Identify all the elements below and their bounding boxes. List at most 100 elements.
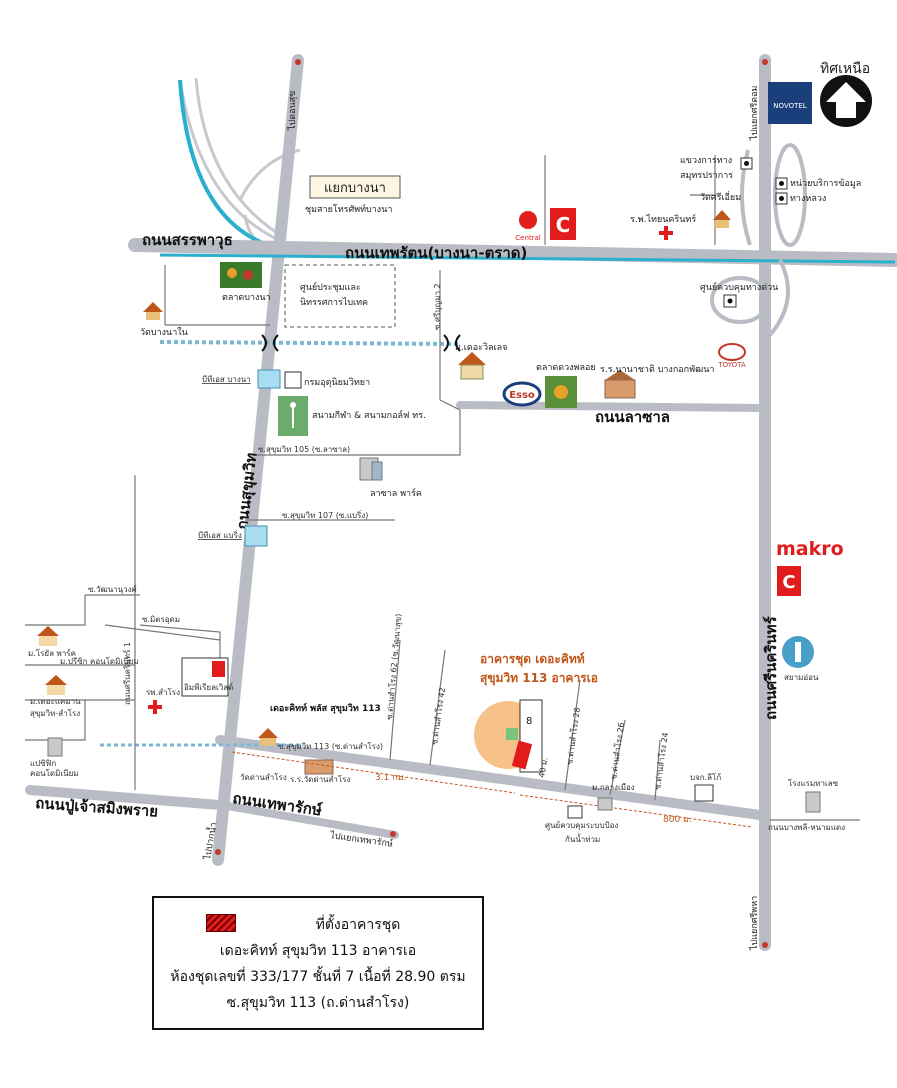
wat-bangna-label: วัดบางนาใน (140, 327, 188, 338)
svg-text:NOVOTEL: NOVOTEL (773, 102, 806, 110)
hardware-logo (782, 636, 814, 668)
village-glang-icon (597, 797, 613, 811)
soi-dansamrong-26-label: ซ.ด่านสำโรง 26 (608, 722, 626, 781)
project-site (474, 699, 543, 773)
wat-samrong-icon (258, 728, 278, 746)
legend-swatch-icon (206, 914, 236, 932)
road-srinakarin: ถนนศรีนครินทร์ (762, 615, 780, 720)
road-soi-west: ถนนศรีนครินทร์ 1 (122, 642, 132, 705)
soi105-label: ซ.สุขุมวิท 105 (ซ.ลาซาล) (258, 445, 350, 454)
hospital-samrong-label: รพ.สำโรง (146, 687, 180, 697)
dist-31-label: 3.1 กม. (375, 773, 406, 783)
camp-village-icon (45, 675, 67, 695)
hospital-thai-label: ร.พ.ไทยนครินทร์ (630, 213, 696, 225)
route-arrows (215, 59, 768, 948)
camp-village-label-1: ม.เดอะแคมาน (30, 697, 81, 706)
soi113-label: ซ.สุขุมวิท 113 (ซ.ด่านสำโรง) (278, 741, 383, 751)
thepparat-canal (159, 253, 896, 264)
wat-samrong-label: วัดด่านสำโรง (240, 772, 287, 782)
soi-wattana-label: ซ.วัฒนานุวงศ์ (88, 584, 137, 594)
expo-label-2: นิทรรศการไบเทค (300, 297, 368, 308)
expo-outline (284, 264, 396, 328)
road-thepparat: ถนนเทพรัตน(บางนา-ตราด) (345, 244, 527, 262)
soi-dansamrong-42-label: ซ.ด่านสำโรง 42 (429, 687, 447, 746)
soi-dansamrong-24-label: ซ.ด่านสำโรง 24 (652, 732, 670, 791)
hospital-icon (659, 226, 673, 240)
pacific-condo-label-1: แปซิฟิก (30, 759, 56, 768)
flood-icon (567, 805, 583, 819)
bts-bearing-icon (244, 525, 268, 547)
camp-village-label-2: สุขุมวิท-สำโรง (30, 708, 80, 718)
road-to-srinakarin-south: ไปแยกศรีพหา (749, 896, 760, 951)
bridge-marks (261, 334, 461, 352)
svg-text:แยกบางนา: แยกบางนา (324, 181, 386, 196)
market-label: ตลาดบางนา (222, 293, 271, 303)
data-center-label-2: ทางหลวง (790, 194, 826, 204)
toyota-logo: TOYOTA (717, 343, 746, 369)
district-label-2: สมุทรปราการ (680, 171, 733, 181)
imperial-icon (181, 657, 229, 697)
north-arrow-icon (820, 75, 872, 127)
dist-800-label: 800 ม. (663, 815, 692, 825)
svg-text:TOYOTA: TOYOTA (717, 361, 746, 369)
hardware-label: สยามอ่อน (784, 673, 819, 682)
royal-park-icon (37, 626, 59, 646)
pacific-condo-icon (47, 737, 63, 757)
condo1-label: ม.ปรีซิก คอนโดมิเนียม (60, 656, 139, 666)
post-icon (694, 784, 714, 802)
temple-icon (143, 302, 163, 320)
meteor-label: กรมอุตุนิยมวิทยา (304, 377, 370, 388)
district-dot (744, 161, 749, 166)
project-pin-icon: 8 (526, 716, 532, 727)
bts-bangna-label: บีทีเอส บางนา (202, 375, 251, 384)
bigc-logo-top: C (550, 208, 576, 240)
market2-label: ตลาดดวงพลอย (536, 363, 596, 373)
data-center-dot (779, 181, 784, 186)
market2-icon (545, 376, 577, 408)
road-to-srodom: ไปแยกศรีดอม (749, 85, 760, 141)
lasalle-park-label: ลาซาล พาร์ค (370, 487, 422, 499)
school-samrong-icon (304, 759, 334, 775)
esso-logo: Esso (502, 381, 542, 407)
legend-line2: ห้องชุดเลขที่ 333/177 ชั้นที่ 7 เนื้อที่… (170, 969, 466, 985)
legend-title: ที่ตั้งอาคารชุด (315, 917, 401, 933)
data-center-dot-2 (779, 196, 784, 201)
factory-label: โรงแรมทาเลซ (788, 778, 839, 788)
bts-bearing-label: บีทีเอส แบริ่ง (198, 529, 242, 540)
compass-label: ทิศเหนือ (820, 61, 870, 77)
post-label: บจก.ลีโก้ (690, 772, 721, 782)
legend-line3: ซ.สุขุมวิท 113 (ถ.ด่านสำโรง) (226, 995, 410, 1011)
soi107-label: ซ.สุขุมวิท 107 (ซ.แบริ่ง) (282, 509, 368, 520)
village-glang-label: ม.กลางเมือง (592, 783, 635, 792)
central-logo: Central (514, 208, 544, 242)
svg-text:Esso: Esso (509, 390, 535, 401)
svg-text:C: C (782, 572, 795, 593)
village-icon (458, 352, 486, 380)
telecom-label: ชุมสายโทรศัพท์บางนา (305, 203, 392, 215)
bigc-logo-east: C (777, 566, 801, 596)
minor-streets (25, 155, 860, 821)
data-center-label-1: หน่วยบริการข้อมูล (790, 178, 861, 189)
market-icon (220, 262, 262, 288)
makro-logo: makro (776, 538, 844, 560)
canal (159, 340, 461, 346)
district-label-1: แขวงการทาง (680, 156, 732, 166)
school-label: ร.ร.นานาชาติ บางกอกพัฒนา (600, 364, 714, 375)
road-bangphli: ถนนบางพลี-หนามแดง (768, 823, 845, 832)
wat-srieam-icon (713, 210, 731, 228)
legend-line1: เดอะคิทท์ สุขุมวิท 113 อาคารเอ (219, 943, 417, 959)
expo-label-1: ศูนย์ประชุมและ (300, 281, 361, 293)
meteor-icon (284, 371, 302, 389)
hospital-samrong-icon (148, 700, 162, 714)
school-icon (604, 370, 636, 399)
road-to-sukhumvit-top: ไปดอนสุข (287, 91, 298, 131)
road-sanphawut: ถนนสรรพาวุธ (142, 231, 233, 250)
factory-icon (805, 791, 821, 813)
expressway-center-dot (727, 298, 733, 304)
distance-markers (231, 751, 753, 828)
imperial-label: อิมพีเรียลเวิลด์ (184, 682, 233, 692)
flood-label-2: กันน้ำท่วม (565, 833, 600, 844)
golf-label: สนามกีฬา & สนามกอล์ฟ ทร. (312, 409, 426, 421)
svg-text:C: C (556, 213, 571, 237)
